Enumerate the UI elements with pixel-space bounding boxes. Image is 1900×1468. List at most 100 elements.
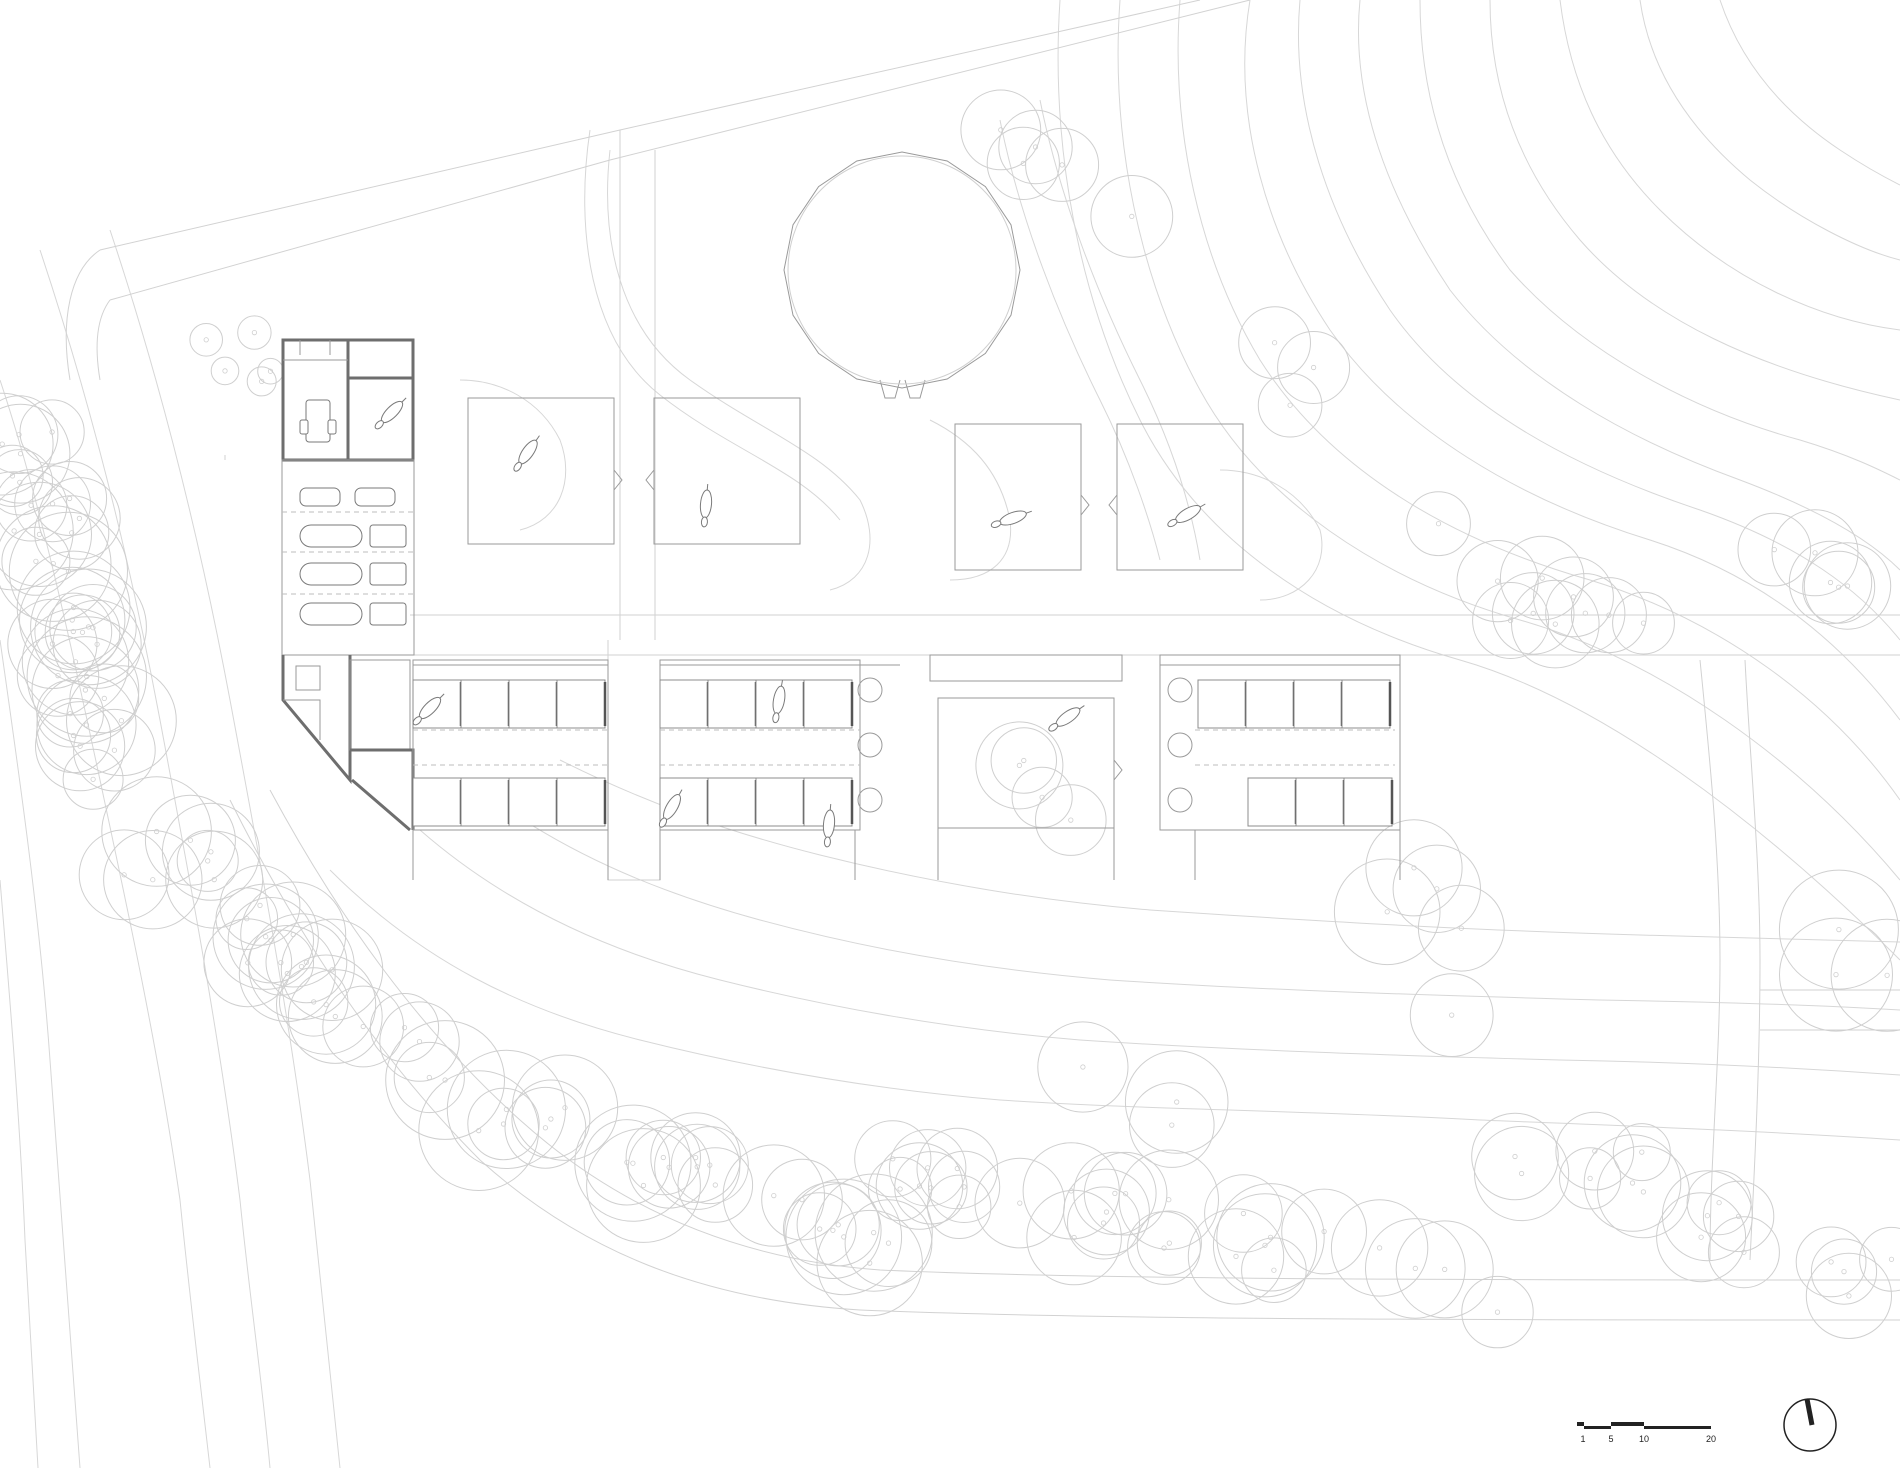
tree-canopy (1474, 1125, 1570, 1222)
tree-canopy (1559, 1147, 1622, 1210)
tree-canopy (1788, 540, 1873, 625)
stall (508, 679, 558, 729)
horse-icon (699, 484, 713, 528)
tree-canopy (1277, 331, 1351, 404)
tree-canopy (586, 1128, 701, 1243)
tree-canopy (103, 830, 203, 930)
stable-block-a (412, 659, 609, 880)
tree-canopy (246, 366, 277, 397)
horse-icon (412, 693, 445, 726)
tree-canopy (0, 469, 68, 542)
tree-canopy (66, 665, 177, 777)
tree-canopy (8, 511, 128, 631)
tree-canopy (1011, 766, 1073, 828)
tree-canopy (1778, 869, 1899, 990)
tree-canopy (796, 1183, 880, 1267)
tree-canopy (1555, 1111, 1635, 1191)
tree-canopy (1037, 1021, 1129, 1113)
stable-block-c (1159, 654, 1401, 880)
tree-canopy (1545, 573, 1626, 654)
stall (803, 679, 853, 729)
tree-canopy (1330, 1199, 1429, 1297)
stall (1247, 777, 1297, 827)
tree-canopy (467, 1087, 540, 1161)
tree-canopy (247, 929, 314, 996)
tree-canopy (1395, 1220, 1494, 1319)
tree-canopy (34, 592, 113, 671)
tree-canopy (1656, 1192, 1747, 1283)
tree-canopy (1511, 579, 1600, 669)
tree-canopy (1090, 175, 1174, 258)
tree-canopy (0, 444, 44, 507)
tree-canopy (1471, 1112, 1559, 1201)
horse-icon (374, 397, 407, 430)
tree-canopy (722, 1144, 825, 1247)
tree-canopy (1702, 1180, 1775, 1253)
tree-canopy (960, 89, 1042, 171)
tree-canopy (322, 985, 405, 1068)
horse-icon (1167, 503, 1206, 528)
stall (707, 777, 757, 827)
tree-canopy (1533, 556, 1614, 638)
tree-canopy (975, 721, 1064, 810)
tree-canopy (0, 392, 54, 496)
tree-canopy (52, 599, 142, 689)
tree-canopy (1409, 973, 1494, 1057)
tree-canopy (393, 1041, 465, 1114)
tree-canopy (1810, 1238, 1878, 1305)
tree-canopy (784, 1181, 882, 1280)
tree-canopy (1, 526, 71, 596)
tree-canopy (16, 634, 100, 717)
truck-icon (369, 524, 407, 548)
tree-canopy (19, 399, 85, 465)
tree-canopy (854, 1120, 932, 1198)
tree-canopy (1612, 1123, 1671, 1182)
stall (1293, 679, 1343, 729)
tree-canopy (257, 357, 284, 385)
tree-canopy (761, 1158, 843, 1241)
stall (1341, 679, 1391, 729)
tree-canopy (1067, 1186, 1140, 1260)
tree-canopy (26, 616, 148, 737)
tree-canopy (1859, 1226, 1900, 1292)
tree-canopy (1063, 1168, 1150, 1256)
service-building (281, 338, 415, 832)
tree-canopy (670, 1126, 749, 1205)
tree-canopy (203, 918, 293, 1008)
tree-canopy (36, 679, 104, 748)
tree-canopy (0, 403, 71, 504)
tractor-icon (305, 399, 331, 443)
tree-canopy (1026, 1189, 1122, 1286)
tree-canopy (1461, 1275, 1534, 1349)
tree-canopy (1771, 509, 1859, 597)
tree-canopy (73, 708, 156, 792)
stall (755, 777, 805, 827)
stall (1197, 679, 1247, 729)
tree-canopy (1365, 1218, 1466, 1319)
tree-canopy (1737, 512, 1812, 587)
tree-canopy (237, 315, 272, 350)
tree-canopy (0, 471, 74, 591)
tree-canopy (49, 584, 137, 672)
stall (556, 679, 606, 729)
trailer-icon (299, 562, 363, 586)
tree-canopy (574, 1104, 692, 1222)
tree-canopy (265, 921, 348, 1004)
tree-canopy (35, 701, 126, 792)
tree-canopy (1124, 1050, 1229, 1154)
tree-canopy (928, 1150, 1001, 1224)
horses (374, 397, 1206, 848)
tree-canopy (1212, 1193, 1318, 1298)
truck-icon (369, 602, 407, 626)
tree-canopy (21, 608, 130, 716)
tree-canopy (144, 794, 236, 886)
round-arena (783, 151, 1021, 399)
tree-canopy (0, 395, 59, 474)
tree-canopy (927, 1174, 992, 1240)
tree-canopy (1204, 1174, 1283, 1253)
stall (707, 679, 757, 729)
tree-canopy (782, 1192, 857, 1266)
roads (65, 0, 1900, 1321)
